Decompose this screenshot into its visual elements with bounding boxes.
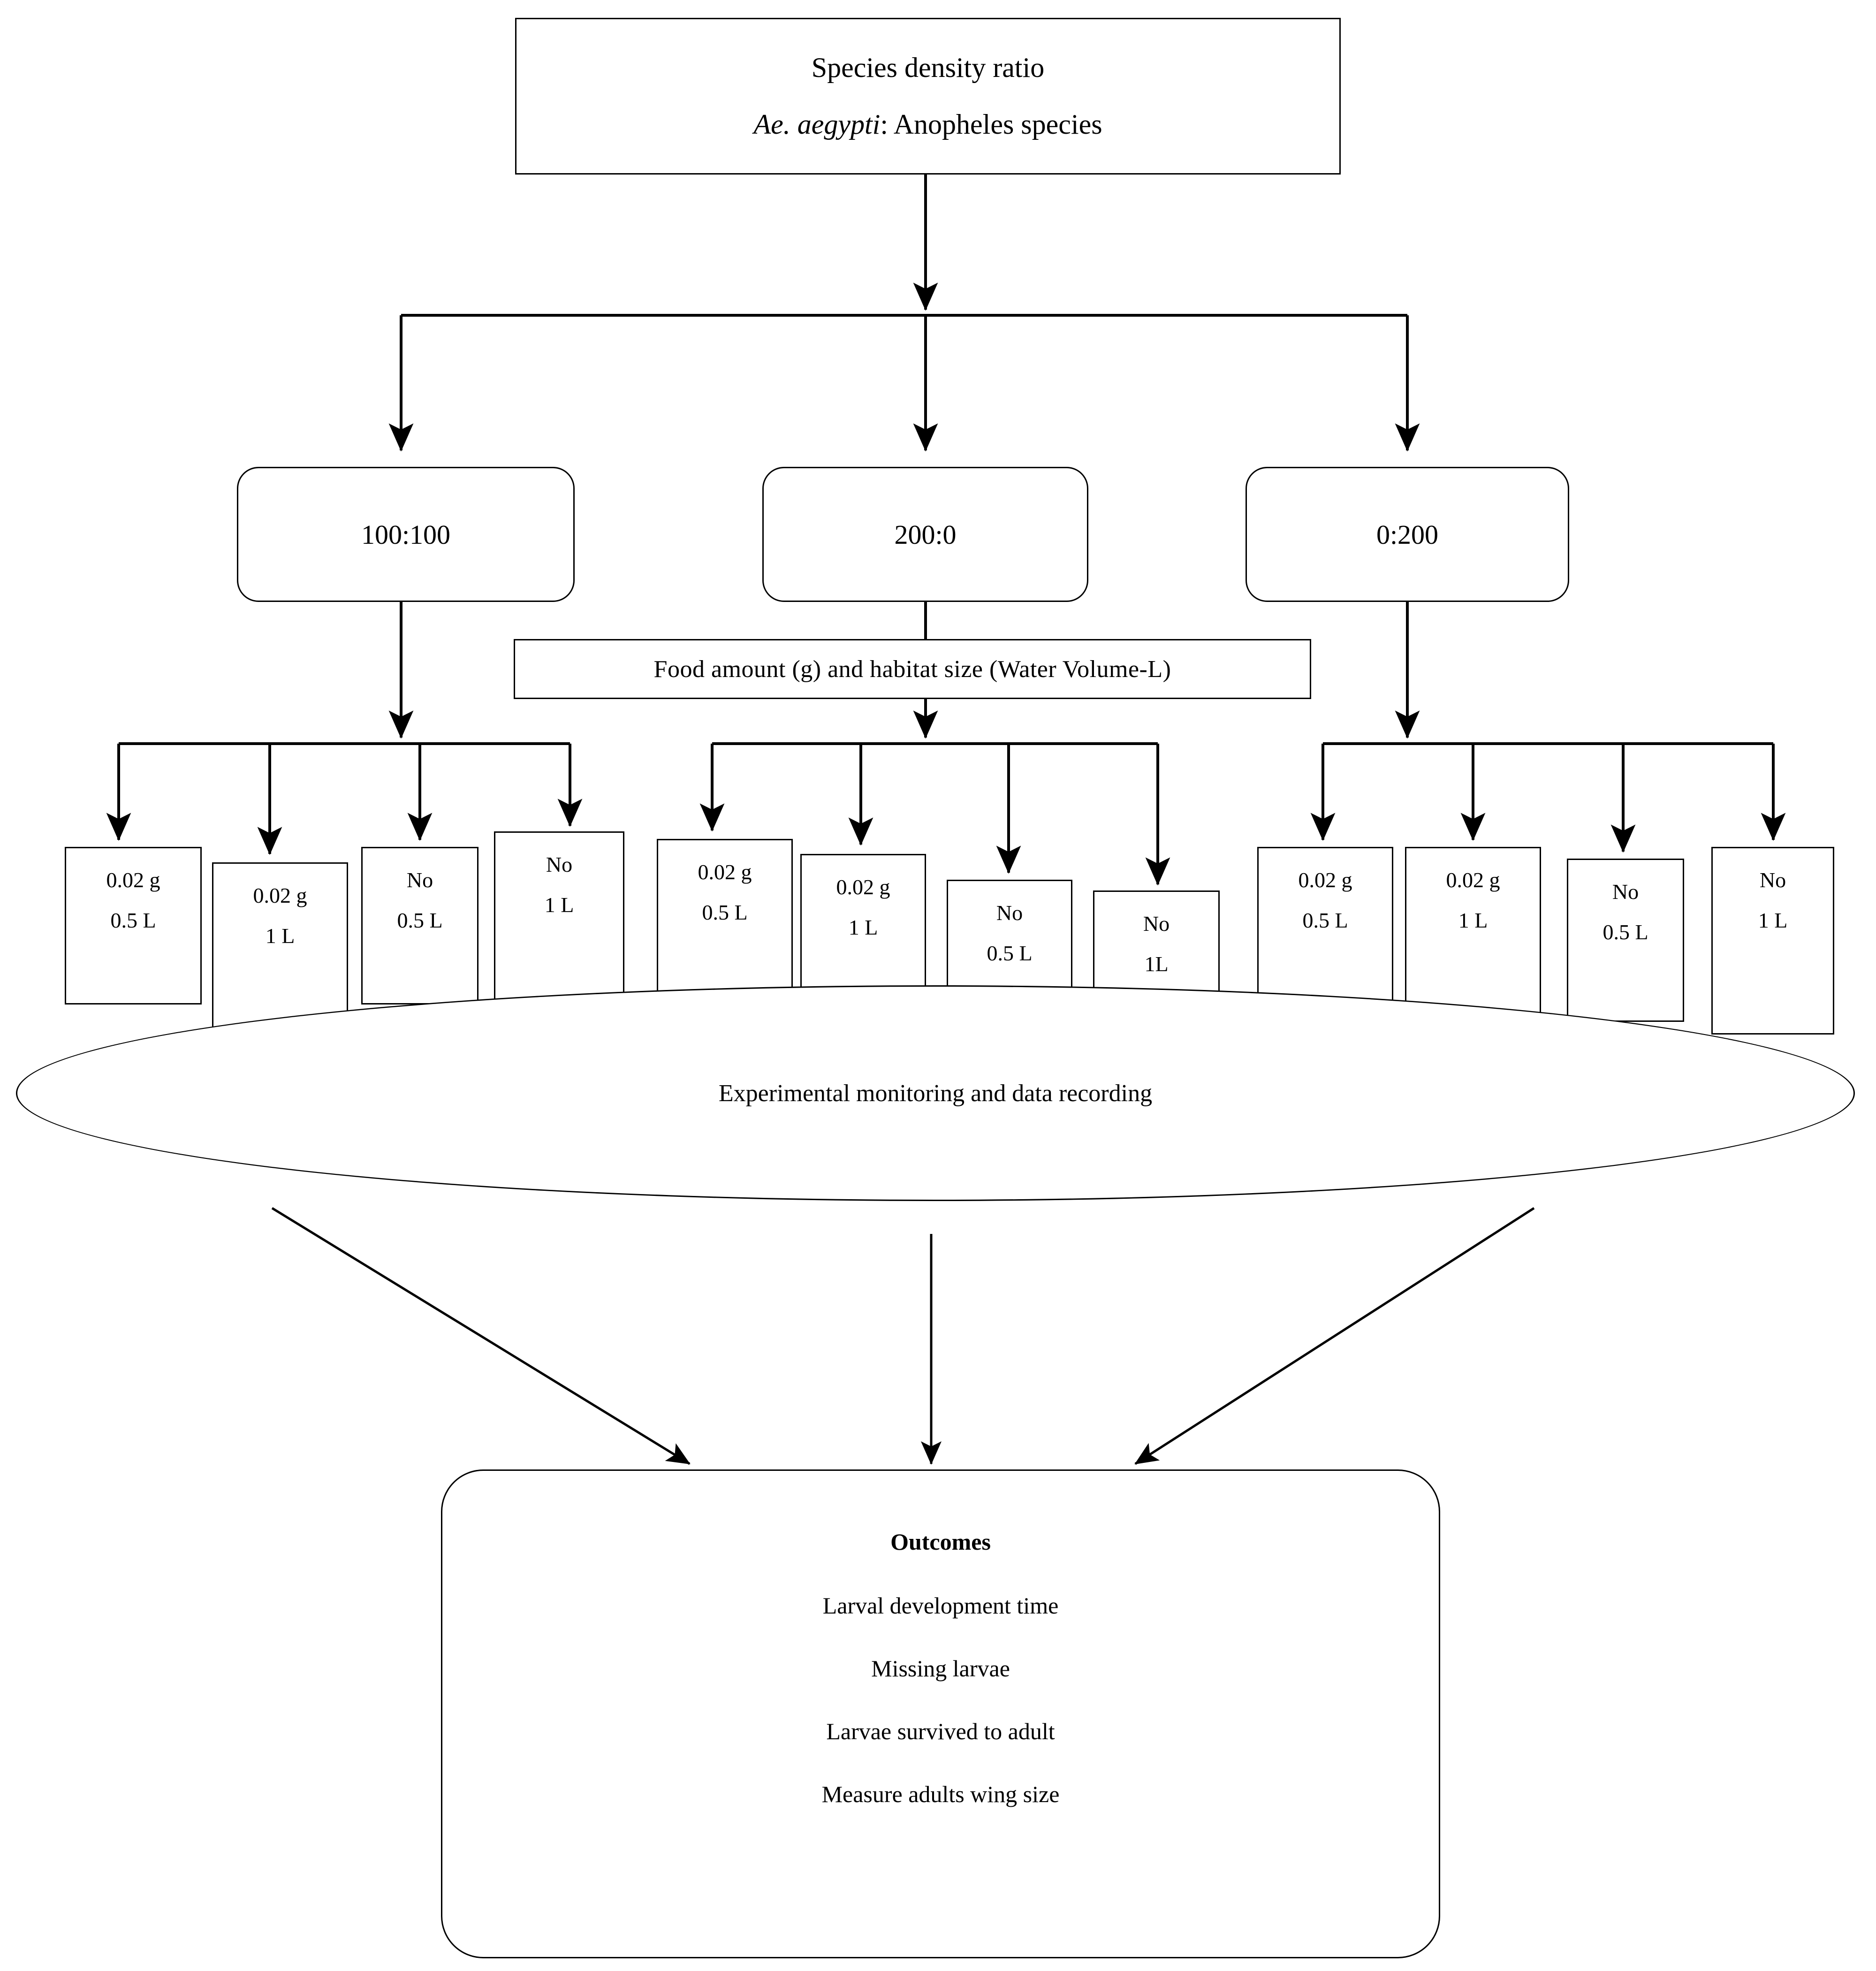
edge-bus-ratio — [388, 314, 1420, 452]
leaf-line-2: 0.5 L — [1302, 908, 1348, 933]
leaf-node-g3-4[interactable]: No 1 L — [1711, 847, 1834, 1035]
ratio-label: 200:0 — [894, 519, 957, 550]
leaf-line-2: 0.5 L — [1603, 920, 1648, 944]
leaf-line-1: No — [1143, 912, 1170, 936]
leaf-line-1: 0.02 g — [1298, 868, 1352, 892]
species-name-anopheles: : Anopheles species — [880, 109, 1102, 140]
outcome-item-4: Measure adults wing size — [821, 1781, 1060, 1807]
monitoring-label: Experimental monitoring and data recordi… — [718, 1080, 1153, 1107]
leaf-line-2: 1 L — [265, 924, 295, 948]
edge-bus-group3 — [1310, 742, 1786, 853]
leaf-line-1: 0.02 g — [698, 860, 752, 884]
leaf-line-2: 1 L — [544, 893, 574, 917]
leaf-line-2: 1 L — [1458, 908, 1488, 933]
leaf-line-1: 0.02 g — [1446, 868, 1500, 892]
outcomes-node[interactable]: Outcomes Larval development time Missing… — [441, 1469, 1440, 1958]
leaf-line-1: 0.02 g — [836, 875, 890, 899]
leaf-line-1: No — [406, 868, 433, 892]
leaf-line-2: 1 L — [1758, 908, 1788, 933]
title-line-2: Ae. aegypti: Anopheles species — [753, 107, 1102, 142]
ratio-node-200-0[interactable]: 200:0 — [762, 467, 1088, 602]
leaf-node-g2-1[interactable]: 0.02 g 0.5 L — [657, 839, 793, 1004]
food-node-label: Food amount (g) and habitat size (Water … — [653, 655, 1171, 683]
leaf-node-g3-1[interactable]: 0.02 g 0.5 L — [1257, 847, 1393, 1005]
leaf-line-1: 0.02 g — [253, 883, 307, 907]
species-density-ratio-node[interactable]: Species density ratio Ae. aegypti: Anoph… — [515, 18, 1341, 175]
ratio-label: 100:100 — [361, 519, 451, 550]
leaf-line-1: No — [1759, 868, 1786, 892]
species-name-aedes: Ae. aegypti — [753, 109, 881, 140]
title-line-1: Species density ratio — [811, 52, 1045, 83]
food-and-habitat-node[interactable]: Food amount (g) and habitat size (Water … — [514, 639, 1311, 699]
outcome-item-1: Larval development time — [822, 1592, 1059, 1619]
ratio-label: 0:200 — [1376, 519, 1439, 550]
ratio-node-0-200[interactable]: 0:200 — [1246, 467, 1569, 602]
leaf-line-1: 0.02 g — [106, 868, 160, 892]
leaf-line-1: No — [1612, 880, 1639, 904]
leaf-node-g3-3[interactable]: No 0.5 L — [1567, 859, 1684, 1022]
leaf-line-2: 1L — [1144, 952, 1169, 976]
leaf-node-g1-1[interactable]: 0.02 g 0.5 L — [65, 847, 202, 1005]
leaf-line-2: 1 L — [848, 915, 878, 940]
outcome-item-3: Larvae survived to adult — [826, 1718, 1055, 1744]
leaf-node-g1-3[interactable]: No 0.5 L — [361, 847, 478, 1005]
outcome-item-2: Missing larvae — [871, 1655, 1010, 1682]
leaf-line-2: 0.5 L — [987, 941, 1033, 966]
leaf-line-1: No — [996, 901, 1023, 925]
outcomes-title: Outcomes — [890, 1529, 991, 1555]
leaf-line-2: 0.5 L — [397, 908, 443, 933]
leaf-line-2: 0.5 L — [702, 900, 748, 925]
ratio-node-100-100[interactable]: 100:100 — [237, 467, 575, 602]
experimental-monitoring-node[interactable]: Experimental monitoring and data recordi… — [16, 985, 1855, 1201]
edge-monitoring-to-outcomes — [271, 1207, 1535, 1465]
leaf-line-1: No — [546, 852, 573, 876]
leaf-line-2: 0.5 L — [110, 908, 156, 933]
leaf-node-g1-2[interactable]: 0.02 g 1 L — [212, 862, 348, 1035]
